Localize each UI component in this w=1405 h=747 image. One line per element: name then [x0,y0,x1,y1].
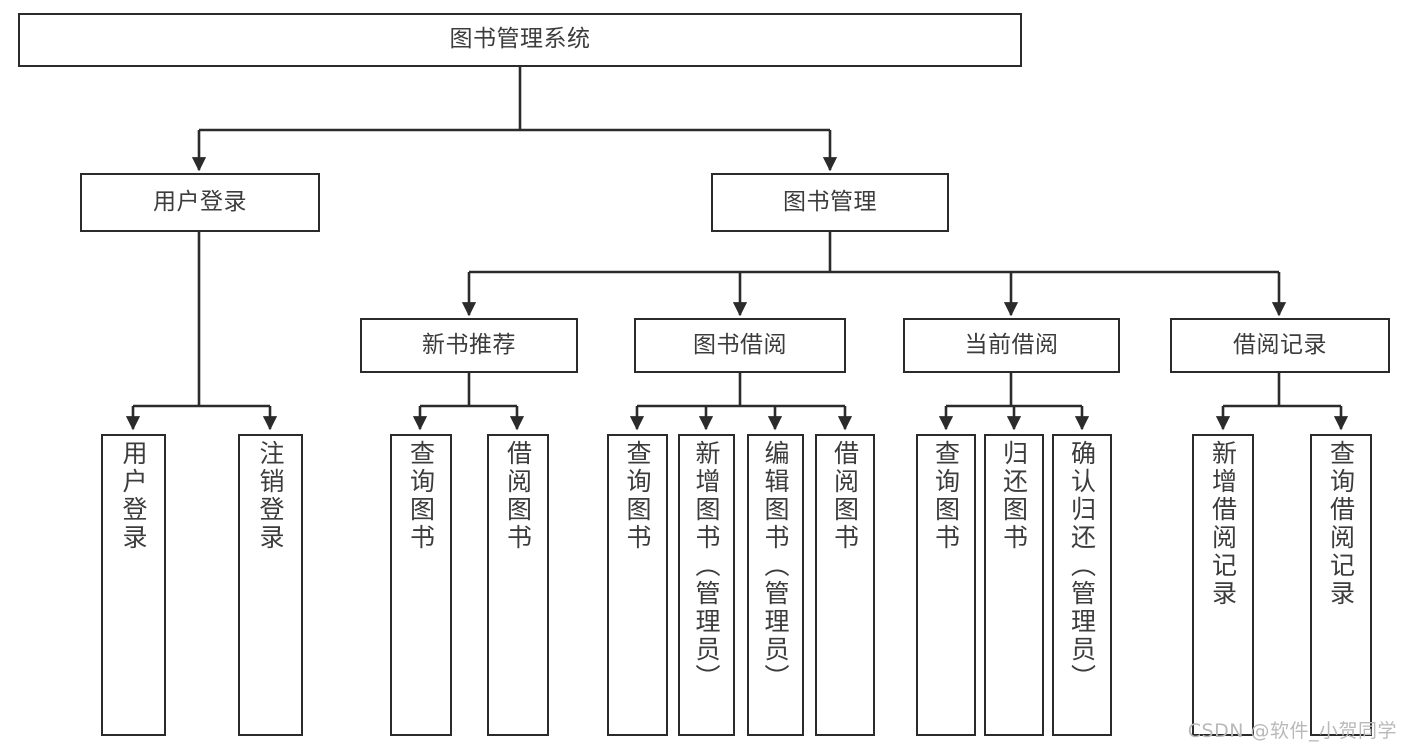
node-leaf-query-book-b-label: 查询图书 [623,440,652,552]
node-borrow-record-label: 借阅记录 [1233,331,1327,358]
node-leaf-query-book-a-label: 查询图书 [406,440,436,552]
node-root[interactable]: 图书管理系统 [18,13,1022,67]
node-leaf-query-record-label: 查询借阅记录 [1326,440,1356,608]
node-leaf-query-book-c[interactable]: 查询图书 [916,434,976,736]
node-leaf-logout[interactable]: 注销登录 [238,434,303,736]
node-leaf-borrow-book-b-label: 借阅图书 [830,440,860,552]
node-leaf-add-record-label: 新增借阅记录 [1208,440,1238,608]
node-leaf-return-book[interactable]: 归还图书 [984,434,1044,736]
node-leaf-query-book-a[interactable]: 查询图书 [390,434,452,736]
node-leaf-add-book-label: 新增图书（管理员） [692,440,721,692]
node-current-borrow-label: 当前借阅 [964,331,1059,358]
node-leaf-query-record[interactable]: 查询借阅记录 [1310,434,1372,736]
node-leaf-user-login-label: 用户登录 [119,440,148,552]
node-leaf-confirm-return-label: 确认归还（管理员） [1067,440,1097,692]
node-leaf-add-record[interactable]: 新增借阅记录 [1192,434,1254,736]
node-leaf-edit-book-label: 编辑图书（管理员） [761,440,790,692]
node-leaf-logout-label: 注销登录 [256,440,285,552]
node-book-borrow-label: 图书借阅 [693,331,787,358]
node-leaf-add-book[interactable]: 新增图书（管理员） [678,434,735,736]
node-book-borrow[interactable]: 图书借阅 [634,318,846,373]
node-leaf-return-book-label: 归还图书 [999,440,1029,552]
node-root-label: 图书管理系统 [449,26,591,53]
node-user-login-label: 用户登录 [153,188,247,215]
node-book-manage[interactable]: 图书管理 [711,173,949,232]
node-user-login[interactable]: 用户登录 [80,173,320,232]
node-leaf-query-book-b[interactable]: 查询图书 [607,434,668,736]
node-new-book-recommend-label: 新书推荐 [422,331,516,358]
node-leaf-borrow-book-a-label: 借阅图书 [503,440,533,552]
node-new-book-recommend[interactable]: 新书推荐 [360,318,578,373]
node-leaf-borrow-book-b[interactable]: 借阅图书 [815,434,875,736]
node-current-borrow[interactable]: 当前借阅 [903,318,1120,373]
node-book-manage-label: 图书管理 [783,188,877,215]
node-leaf-borrow-book-a[interactable]: 借阅图书 [487,434,549,736]
node-borrow-record[interactable]: 借阅记录 [1170,318,1390,373]
node-leaf-confirm-return[interactable]: 确认归还（管理员） [1052,434,1112,736]
node-leaf-user-login[interactable]: 用户登录 [101,434,166,736]
node-leaf-query-book-c-label: 查询图书 [931,440,961,552]
node-leaf-edit-book[interactable]: 编辑图书（管理员） [747,434,804,736]
